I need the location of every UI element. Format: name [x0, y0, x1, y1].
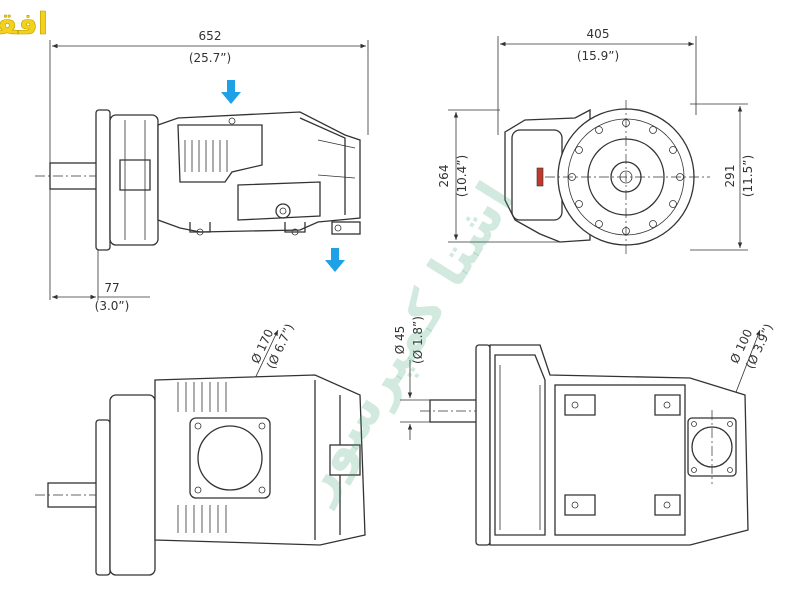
shaft-dia-inch: (Ø 1.8”)	[411, 316, 425, 364]
width-dim-mm: 405	[587, 27, 610, 41]
length-dim-inch: (25.7”)	[189, 51, 231, 65]
inlet-arrow-icon	[221, 80, 241, 104]
orientation-badge: افقی	[0, 7, 48, 42]
shaft-offset-inch: (3.0”)	[95, 299, 130, 313]
length-dim-mm: 652	[199, 29, 222, 43]
shaft-offset-mm: 77	[104, 281, 119, 295]
shaft-dia-mm: Ø 45	[393, 326, 407, 355]
front-view: 405 (15.9”) 264 (10.4”) 291 (11.5”)	[437, 27, 755, 255]
height-shaft-mm: 264	[437, 165, 451, 188]
height-shaft-inch: (10.4”)	[455, 155, 469, 197]
outlet-arrow-icon	[325, 248, 345, 272]
height-total-mm: 291	[723, 165, 737, 188]
width-dim-inch: (15.9”)	[577, 49, 619, 63]
side-view: 652 (25.7”) 77 (3.0”)	[35, 29, 369, 313]
height-total-inch: (11.5”)	[741, 155, 755, 197]
rear-view: Ø 45 (Ø 1.8”) Ø 100 (Ø 3.9”)	[393, 316, 776, 546]
